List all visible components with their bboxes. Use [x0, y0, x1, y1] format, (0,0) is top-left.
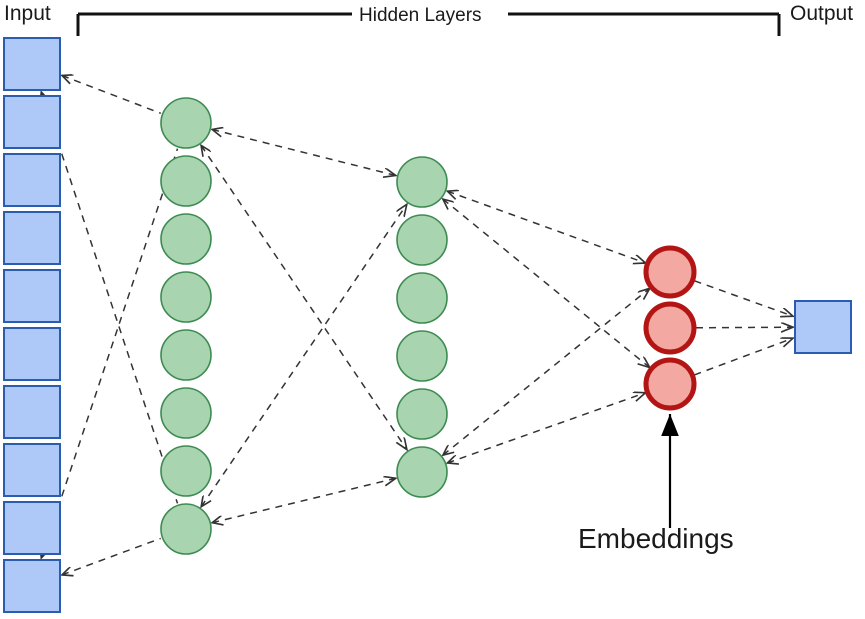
connection-line	[41, 92, 179, 504]
node-hidden-1-3	[160, 271, 212, 323]
node-hidden-2-4	[396, 388, 448, 440]
node-input-7	[3, 443, 61, 497]
connection-line	[443, 199, 650, 368]
network-nodes	[3, 37, 852, 613]
node-input-5	[3, 327, 61, 381]
node-input-1	[3, 95, 61, 149]
node-hidden-1-4	[160, 329, 212, 381]
connection-line	[212, 478, 396, 522]
node-hidden-1-1	[160, 155, 212, 207]
node-hidden-2-3	[396, 330, 448, 382]
node-hidden-1-2	[160, 213, 212, 265]
node-hidden-1-7	[160, 503, 212, 555]
node-hidden-2-2	[396, 272, 448, 324]
node-hidden-1-0	[160, 97, 212, 149]
connection-line	[447, 393, 645, 463]
node-embeddings-2	[643, 357, 697, 411]
node-hidden-2-1	[396, 214, 448, 266]
connection-line	[695, 327, 793, 328]
node-input-6	[3, 385, 61, 439]
node-input-3	[3, 211, 61, 265]
connection-line	[201, 145, 407, 449]
node-input-8	[3, 501, 61, 555]
hidden-layers-label: Hidden Layers	[355, 5, 486, 27]
connection-line	[201, 204, 407, 506]
node-input-0	[3, 37, 61, 91]
node-embeddings-1	[643, 301, 697, 355]
node-output-0	[794, 300, 852, 354]
connection-line	[443, 288, 650, 455]
output-label: Output	[790, 2, 854, 25]
connection-line	[694, 280, 794, 316]
node-hidden-1-6	[160, 445, 212, 497]
connection-lines	[41, 76, 793, 575]
hidden-layers-bracket	[76, 12, 781, 36]
connection-line	[41, 148, 179, 558]
node-embeddings-0	[643, 245, 697, 299]
node-hidden-1-5	[160, 387, 212, 439]
connection-line	[694, 338, 793, 376]
connection-line	[212, 130, 396, 176]
node-hidden-2-5	[396, 446, 448, 498]
node-input-9	[3, 559, 61, 613]
embeddings-label: Embeddings	[578, 523, 734, 554]
input-label: Input	[4, 2, 51, 25]
node-hidden-2-0	[396, 156, 448, 208]
connection-line	[62, 76, 162, 115]
connection-line	[62, 537, 161, 575]
node-input-2	[3, 153, 61, 207]
node-input-4	[3, 269, 61, 323]
